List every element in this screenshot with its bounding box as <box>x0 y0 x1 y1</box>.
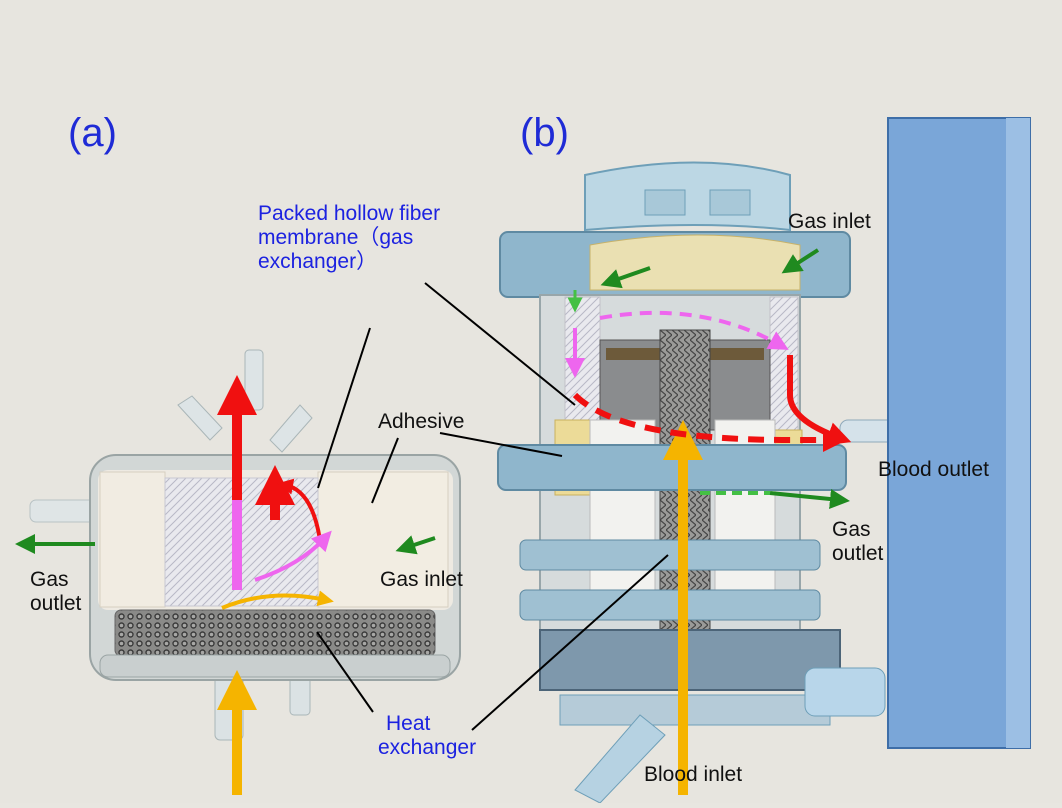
adhesive-label: Adhesive <box>378 410 465 433</box>
gas-in-arrow-b1 <box>600 266 651 289</box>
gas-inlet-label-a: Gas inlet <box>380 568 463 591</box>
packed-fiber-line3: exchanger） <box>258 250 378 274</box>
gas-outlet-label-b: Gas outlet <box>832 518 883 566</box>
heat-exchanger-line2: exchanger <box>378 736 477 760</box>
gas-outlet-a-line2: outlet <box>30 592 82 616</box>
lid-chamber-b <box>589 234 801 291</box>
leader-heat-exchanger-a <box>316 631 374 713</box>
adhesive-left-a <box>99 471 166 608</box>
blood-inlet-port-b <box>574 714 666 804</box>
panel-label-a: (a) <box>68 111 117 155</box>
leader-packed-fiber-b <box>424 282 576 406</box>
leader-heat-exchanger-b <box>471 554 669 731</box>
packed-fiber-label: Packed hollow fiber membrane（gas exchang… <box>258 202 440 274</box>
gas-outlet-b-line1: Gas <box>832 518 871 541</box>
gas-inlet-label-b: Gas inlet <box>788 210 871 233</box>
gas-out-arrow-b <box>769 489 850 509</box>
blood-inlet-label: Blood inlet <box>644 763 743 786</box>
heat-exchanger-tubes-a <box>114 609 436 657</box>
panel-label-b: (b) <box>520 111 569 155</box>
gas-in-arrow-b2 <box>781 248 820 274</box>
gas-outlet-a-line1: Gas <box>30 568 69 591</box>
arterial-dashed-flow-b <box>572 392 847 452</box>
blood-outlet-label: Blood outlet <box>878 458 989 481</box>
leader-adhesive-a <box>371 437 399 504</box>
top-cap-b <box>584 161 791 232</box>
packed-fiber-line2: membrane（gas <box>258 226 414 250</box>
gas-in-arrow-a <box>395 535 436 555</box>
leader-packed-fiber-a <box>317 327 371 489</box>
gas-outlet-label-a: Gas outlet <box>30 568 81 616</box>
leader-adhesive-b <box>439 432 563 457</box>
blood-outlet-port-a <box>244 349 264 411</box>
base-b <box>539 629 841 691</box>
ruler <box>887 117 1031 749</box>
heat-exchanger-label: Heat exchanger <box>378 712 476 760</box>
heat-exchanger-line1: Heat <box>386 712 431 735</box>
packed-fiber-line1: Packed hollow fiber <box>258 202 441 225</box>
gas-outlet-b-line2: outlet <box>832 542 884 566</box>
